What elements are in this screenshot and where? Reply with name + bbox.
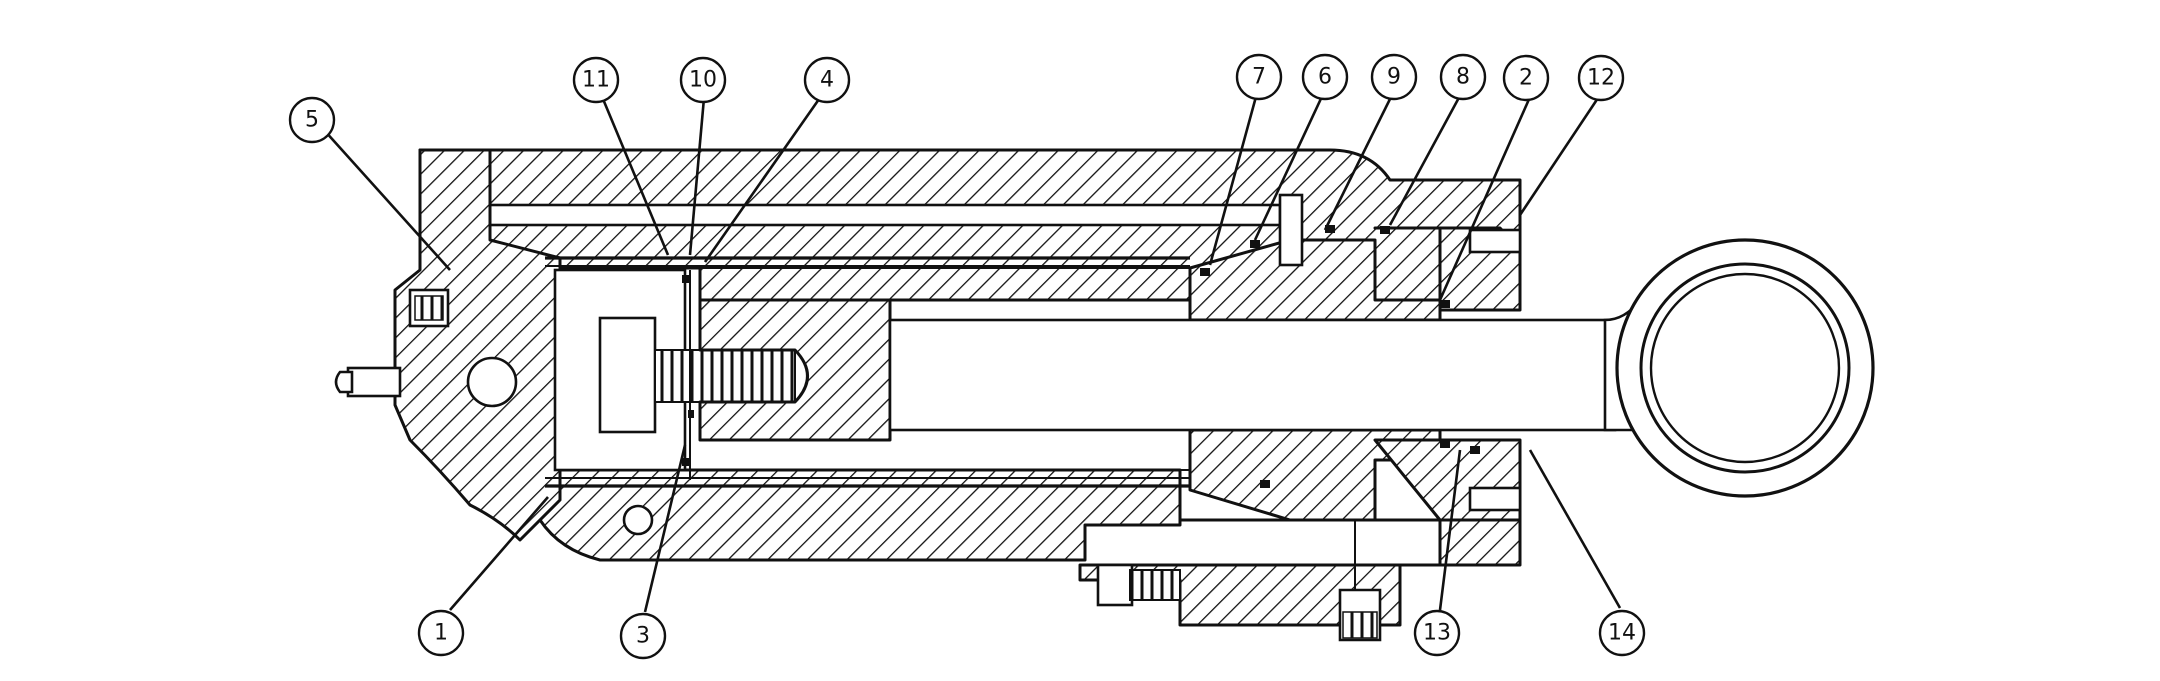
- callout-9-label: 9: [1387, 65, 1401, 90]
- callout-11-label: 11: [582, 68, 610, 93]
- callout-5-label: 5: [305, 108, 319, 133]
- callout-3-label: 3: [636, 624, 650, 649]
- callout-13: 13: [1413, 609, 1461, 657]
- cylinder-tube: [545, 256, 1200, 488]
- callout-10-label: 10: [689, 68, 717, 93]
- callout-8-label: 8: [1456, 65, 1470, 90]
- rod-eye: [1615, 238, 1875, 498]
- callout-4-label: 4: [820, 68, 834, 93]
- callout-6-label: 6: [1318, 65, 1332, 90]
- callout-5: 5: [288, 96, 336, 144]
- callout-14: 14: [1598, 609, 1646, 657]
- leader-lines: [314, 86, 1622, 613]
- callout-1-label: 1: [434, 621, 448, 646]
- callout-6: 6: [1301, 53, 1349, 101]
- callout-2: 2: [1502, 54, 1550, 102]
- callout-7: 7: [1235, 53, 1283, 101]
- callout-2-label: 2: [1519, 66, 1533, 91]
- callout-7-label: 7: [1252, 65, 1266, 90]
- callout-13-label: 13: [1423, 621, 1451, 646]
- callout-11: 11: [572, 56, 620, 104]
- callout-4: 4: [803, 56, 851, 104]
- callout-8: 8: [1439, 53, 1487, 101]
- callout-12: 12: [1577, 54, 1625, 102]
- piston: [553, 268, 892, 480]
- callout-14-label: 14: [1608, 621, 1636, 646]
- callout-12-label: 12: [1587, 66, 1615, 91]
- callout-3: 3: [619, 612, 667, 660]
- piston-rod: [888, 296, 1652, 432]
- blind-end-cap: [334, 148, 654, 542]
- callout-1: 1: [417, 609, 465, 657]
- callout-10: 10: [679, 56, 727, 104]
- rod-end-gland: [1096, 193, 1522, 642]
- callout-9: 9: [1370, 53, 1418, 101]
